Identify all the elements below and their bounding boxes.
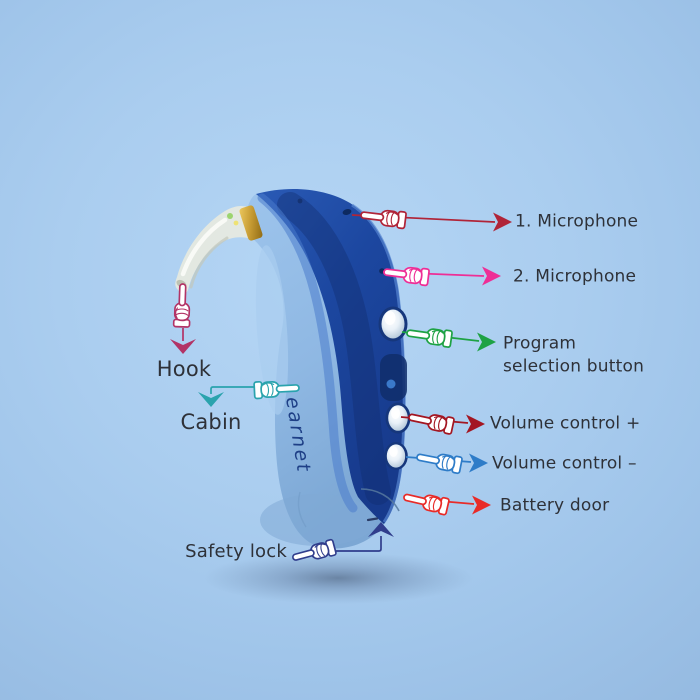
device-shadow [203,552,473,604]
annotation-mic1 [351,205,512,232]
volume-down-pointing-hand-icon [414,448,464,475]
label-microphone-1: 1. Microphone [515,211,639,232]
cabin-pointing-hand-icon [253,378,301,400]
label-program-line2: selection button [503,356,645,376]
mic1-arrowhead-icon [493,212,512,232]
annotation-cabin [198,378,301,407]
top-vent-dot [297,198,303,204]
label-microphone-2: 2. Microphone [513,266,637,287]
label-program-selection: Program selection button [503,333,644,378]
annotation-volume-up [400,408,485,436]
volume-down-arrowhead-icon [469,453,488,473]
device-body-shell [256,188,406,524]
annotation-battery [401,488,491,516]
mic2-arrowhead-icon [482,266,501,286]
label-program-line1: Program [503,333,577,354]
volume-down-button [384,442,408,470]
cabin-arrowhead-icon [198,392,224,407]
gold-connector [239,205,263,241]
label-volume-up: Volume control + [490,413,641,434]
annotation-volume-down [405,448,488,475]
volume-up-arrowhead-icon [466,414,485,434]
annotation-hook [170,282,196,354]
safety-lock-slot [366,517,379,522]
safety-arrowhead-icon [368,522,394,537]
hook-arrowhead-icon [170,339,196,354]
volume-up-button [385,402,411,434]
button-recess [380,354,407,401]
program-selection-button [378,306,408,342]
label-battery-door: Battery door [500,495,610,516]
battery-arrowhead-icon [472,495,491,515]
label-safety-lock: Safety lock [185,540,287,562]
safety-pointing-hand-icon [290,538,338,567]
mic2-pointing-hand-icon [382,262,431,287]
label-cabin: Cabin [180,409,242,434]
mic1-pointing-hand-icon [359,205,408,230]
program-arrowhead-icon [477,332,496,352]
label-volume-down: Volume control – [492,453,637,474]
annotation-mic2 [382,262,501,287]
cabin-line [210,386,256,394]
microphone-1-port [342,209,352,215]
battery-pointing-hand-icon [401,488,451,516]
label-hook: Hook [156,356,212,381]
connector-glints [227,213,239,226]
safety-line [336,536,382,552]
volume-up-pointing-hand-icon [406,408,456,436]
program-pointing-hand-icon [404,323,454,349]
hook-pointing-hand-icon [172,282,192,328]
battery-door [297,488,400,528]
annotation-program [401,323,496,352]
annotation-safety [290,522,394,567]
